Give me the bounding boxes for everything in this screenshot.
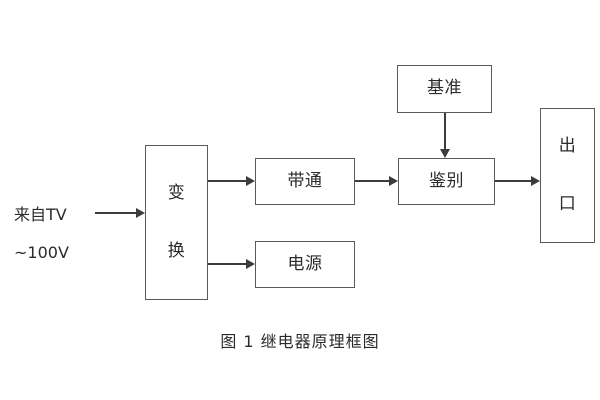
arrowhead-bandpass-to-discriminator — [389, 176, 398, 186]
connector-discriminator-to-output — [495, 180, 532, 182]
node-discriminator[interactable]: 鉴别 — [398, 158, 495, 205]
input-source-line-2: ~100V — [14, 243, 69, 262]
node-power-label: 电源 — [287, 253, 323, 274]
node-reference-label: 基准 — [427, 78, 462, 99]
arrowhead-reference-to-discriminator — [440, 149, 450, 158]
connector-input-to-transform — [95, 212, 137, 214]
node-discriminator-label: 鉴别 — [429, 170, 464, 191]
connector-transform-to-bandpass — [208, 180, 247, 182]
input-source-line-1: 来自TV — [14, 205, 67, 224]
node-transform-label: 变 换 — [167, 182, 186, 261]
node-output-label: 出 口 — [558, 135, 577, 214]
connector-reference-to-discriminator — [444, 113, 446, 150]
input-source-label: 来自TV ~100V — [14, 196, 94, 272]
figure-caption: 图 1 继电器原理框图 — [220, 332, 380, 351]
node-transform[interactable]: 变 换 — [145, 145, 208, 300]
connector-transform-to-power — [208, 263, 247, 265]
node-output[interactable]: 出 口 — [540, 108, 595, 243]
arrowhead-transform-to-power — [246, 259, 255, 269]
node-bandpass[interactable]: 带通 — [255, 158, 355, 205]
arrowhead-discriminator-to-output — [531, 176, 540, 186]
connector-bandpass-to-discriminator — [355, 180, 390, 182]
node-power[interactable]: 电源 — [255, 241, 355, 288]
arrowhead-transform-to-bandpass — [246, 176, 255, 186]
node-reference[interactable]: 基准 — [397, 65, 492, 113]
arrowhead-input-to-transform — [136, 208, 145, 218]
node-bandpass-label: 带通 — [287, 170, 323, 191]
